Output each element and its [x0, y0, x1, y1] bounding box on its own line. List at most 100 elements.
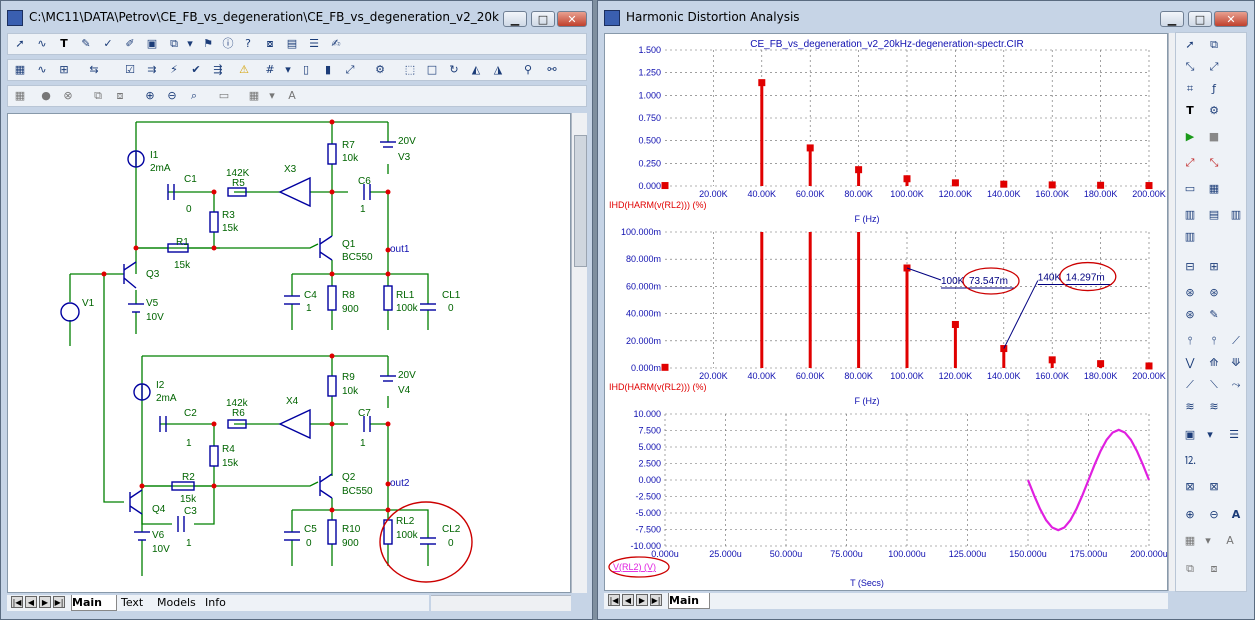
- page-grid-icon[interactable]: ▦: [1208, 182, 1220, 195]
- paste-icon[interactable]: ⧈: [116, 89, 124, 102]
- flip2-icon[interactable]: ◮: [493, 63, 503, 76]
- fall-icon[interactable]: ⟍: [1210, 378, 1218, 391]
- camera-icon[interactable]: ▭: [218, 89, 230, 102]
- network-icon[interactable]: ⧇: [266, 37, 274, 50]
- plot-scale-icon[interactable]: ⤡: [1185, 60, 1195, 73]
- analysis-close-button[interactable]: ✕: [1214, 11, 1248, 27]
- check-icon[interactable]: ☑: [125, 63, 135, 76]
- tab-info[interactable]: Info: [205, 596, 226, 609]
- split-icon[interactable]: ⊟: [1185, 260, 1195, 273]
- copy2-icon[interactable]: ⧉: [94, 89, 102, 102]
- edit-icon[interactable]: ✍: [331, 37, 341, 50]
- clipboard-dropdown-icon[interactable]: ▾: [1207, 428, 1213, 441]
- plot-scale2-icon[interactable]: ⤢: [1209, 60, 1219, 73]
- plot-layout-dropdown-icon[interactable]: ▾: [1205, 534, 1211, 547]
- measure3-icon[interactable]: ⊛: [1185, 308, 1195, 321]
- flag-icon[interactable]: ⚑: [203, 37, 213, 50]
- wave-icon[interactable]: ∿: [37, 63, 47, 76]
- last-page-icon[interactable]: ▶|: [53, 596, 65, 608]
- stop-icon[interactable]: ●: [41, 89, 51, 102]
- left-title-bar[interactable]: C:\MC11\DATA\Petrov\CE_FB_vs_degeneratio…: [5, 5, 588, 31]
- layout3-icon[interactable]: ▥: [1230, 208, 1242, 221]
- plot-canvas[interactable]: CE_FB_vs_degeneration_v2_20kHz-degenerat…: [604, 33, 1168, 591]
- grid-snap-icon[interactable]: ▦: [14, 63, 26, 76]
- first-page-icon[interactable]: |◀: [11, 596, 23, 608]
- plot-zoom-out-icon[interactable]: ⊖: [1209, 508, 1219, 521]
- grid-small-icon[interactable]: ▦: [14, 89, 26, 102]
- number-icon[interactable]: ⒓: [1184, 454, 1196, 467]
- maximize-button[interactable]: □: [531, 11, 555, 27]
- arrows-icon[interactable]: ⇉: [147, 63, 157, 76]
- layout4-icon[interactable]: ▥: [1184, 230, 1196, 243]
- region-icon[interactable]: ⬚: [404, 63, 416, 76]
- flash-icon[interactable]: ⚡: [170, 63, 178, 76]
- layout1-icon[interactable]: ▥: [1184, 208, 1196, 221]
- measure4-icon[interactable]: ✎: [1209, 308, 1219, 321]
- layout2-icon[interactable]: ▤: [1208, 208, 1220, 221]
- low-icon[interactable]: ⟱: [1231, 356, 1241, 369]
- page-view-icon[interactable]: ▭: [1184, 182, 1196, 195]
- run-icon[interactable]: ▶: [1185, 130, 1195, 143]
- clipboard-icon[interactable]: ▣: [1184, 428, 1196, 441]
- plot-text-icon[interactable]: T: [1186, 104, 1194, 117]
- probe-icon[interactable]: ✐: [125, 37, 135, 50]
- node-icon[interactable]: ⊞: [59, 63, 69, 76]
- plot-font-icon[interactable]: A: [1231, 508, 1241, 521]
- tab-models[interactable]: Models: [157, 596, 196, 609]
- fit-icon[interactable]: ⊠: [1185, 480, 1195, 493]
- right-title-bar[interactable]: Harmonic Distortion Analysis ▁ □ ✕: [602, 5, 1250, 31]
- tab-text[interactable]: Text: [121, 596, 144, 609]
- slope-icon[interactable]: ⟋: [1232, 334, 1240, 347]
- plot-select-icon[interactable]: ➚: [1185, 38, 1195, 51]
- palette-icon[interactable]: ▤: [286, 37, 298, 50]
- split2-icon[interactable]: ⊞: [1209, 260, 1219, 273]
- binoculars-icon[interactable]: ⚯: [547, 63, 557, 76]
- inflect-icon[interactable]: ⤳: [1231, 378, 1241, 391]
- wire-icon[interactable]: ∿: [37, 37, 47, 50]
- dropdown-icon[interactable]: ▾: [187, 37, 193, 50]
- plot-tab-main[interactable]: Main: [668, 593, 710, 609]
- rise-icon[interactable]: ⟋: [1186, 378, 1194, 391]
- plot-copy-icon[interactable]: ⧉: [1210, 38, 1218, 51]
- cursor2-icon[interactable]: ⤡: [1209, 156, 1219, 169]
- find-icon[interactable]: ⚲: [523, 63, 533, 76]
- box-icon[interactable]: □: [426, 63, 438, 76]
- right-arrows-icon[interactable]: ⇶: [213, 63, 223, 76]
- flip-icon[interactable]: ◭: [471, 63, 481, 76]
- grid-dropdown-icon[interactable]: ▾: [285, 63, 291, 76]
- plot-first-page-icon[interactable]: |◀: [608, 594, 620, 606]
- measure2-icon[interactable]: ⊛: [1209, 286, 1219, 299]
- layout-icon[interactable]: ▦: [248, 89, 260, 102]
- peak2-icon[interactable]: ⫯: [1211, 334, 1217, 347]
- cycle-icon[interactable]: ≋: [1185, 400, 1195, 413]
- plot-last-page-icon[interactable]: ▶|: [650, 594, 662, 606]
- plot-zoom-region-icon[interactable]: ⌗: [1186, 82, 1194, 95]
- prev-page-icon[interactable]: ◀: [25, 596, 37, 608]
- tab-main[interactable]: Main: [71, 595, 117, 611]
- list-icon[interactable]: ☰: [309, 37, 319, 50]
- list-view-icon[interactable]: ☰: [1229, 428, 1239, 441]
- vertical-scroll-thumb[interactable]: [574, 135, 587, 267]
- grid-icon[interactable]: #: [265, 63, 275, 76]
- rotate-icon[interactable]: ↻: [449, 63, 459, 76]
- next-page-icon[interactable]: ▶: [39, 596, 51, 608]
- close-button[interactable]: ✕: [557, 11, 587, 27]
- cursor-icon[interactable]: ⤢: [1185, 156, 1195, 169]
- schematic-canvas[interactable]: I1 2mA C1 0 142K R5 R3 15k X3 R7 10k C6 …: [7, 113, 571, 593]
- mirror-icon[interactable]: ⇆: [89, 63, 99, 76]
- properties-icon[interactable]: ⚙: [375, 63, 385, 76]
- plot-zoom-in-icon[interactable]: ⊕: [1185, 508, 1195, 521]
- plot-formula-icon[interactable]: ƒ: [1212, 82, 1216, 95]
- help-icon[interactable]: ?: [245, 37, 251, 50]
- plot-layout-icon[interactable]: ▦: [1184, 534, 1196, 547]
- font-icon[interactable]: A: [288, 89, 296, 102]
- text-icon[interactable]: T: [60, 37, 68, 50]
- ruler-icon[interactable]: ✓: [103, 37, 113, 50]
- plot-paste-icon[interactable]: ⧈: [1210, 562, 1218, 575]
- zoom-out-icon[interactable]: ⊖: [167, 89, 177, 102]
- zoom-in-icon[interactable]: ⊕: [145, 89, 155, 102]
- pause-icon[interactable]: ■: [1208, 130, 1220, 143]
- page2-icon[interactable]: ▮: [324, 63, 332, 76]
- schematic-horizontal-scrollbar[interactable]: [431, 595, 571, 611]
- component-icon[interactable]: ▣: [146, 37, 158, 50]
